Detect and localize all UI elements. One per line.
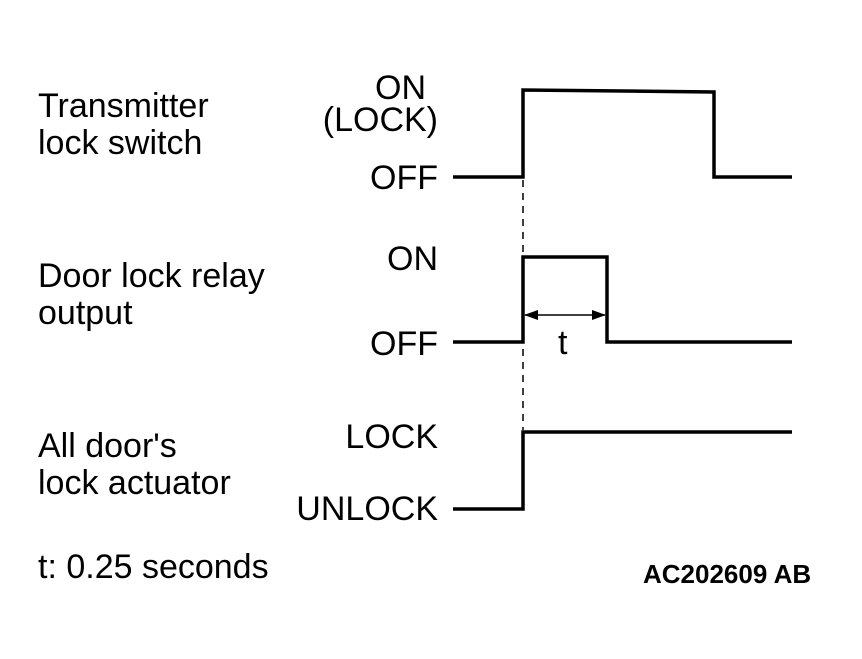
signal-name-relay-line1: Door lock relay <box>38 257 265 295</box>
signal-name-actuator-line2: lock actuator <box>38 464 231 502</box>
waveform-door-lock-relay-output <box>453 255 792 344</box>
waveform-door-lock-actuator <box>453 430 792 511</box>
signal-name-transmitter-line2: lock switch <box>38 124 203 162</box>
signal-name-transmitter-line1: Transmitter <box>38 87 209 125</box>
state-label-actuator-lock: LOCK <box>345 418 438 456</box>
state-label-relay-on: ON <box>387 240 438 278</box>
signal-name-relay-line2: output <box>38 294 133 332</box>
state-label-transmitter-lock: (LOCK) <box>322 101 438 139</box>
reference-code: AC202609 AB <box>643 559 812 589</box>
state-label-transmitter-on: ON <box>375 69 426 107</box>
signal-name-actuator-line1: All door's <box>38 427 177 465</box>
state-label-transmitter-off: OFF <box>370 159 438 197</box>
waveform-transmitter-lock-switch <box>453 88 792 179</box>
state-label-relay-off: OFF <box>370 325 438 363</box>
pulse-duration-label: t <box>558 324 568 362</box>
footnote-duration: t: 0.25 seconds <box>38 548 269 586</box>
state-label-actuator-unlock: UNLOCK <box>296 490 438 528</box>
